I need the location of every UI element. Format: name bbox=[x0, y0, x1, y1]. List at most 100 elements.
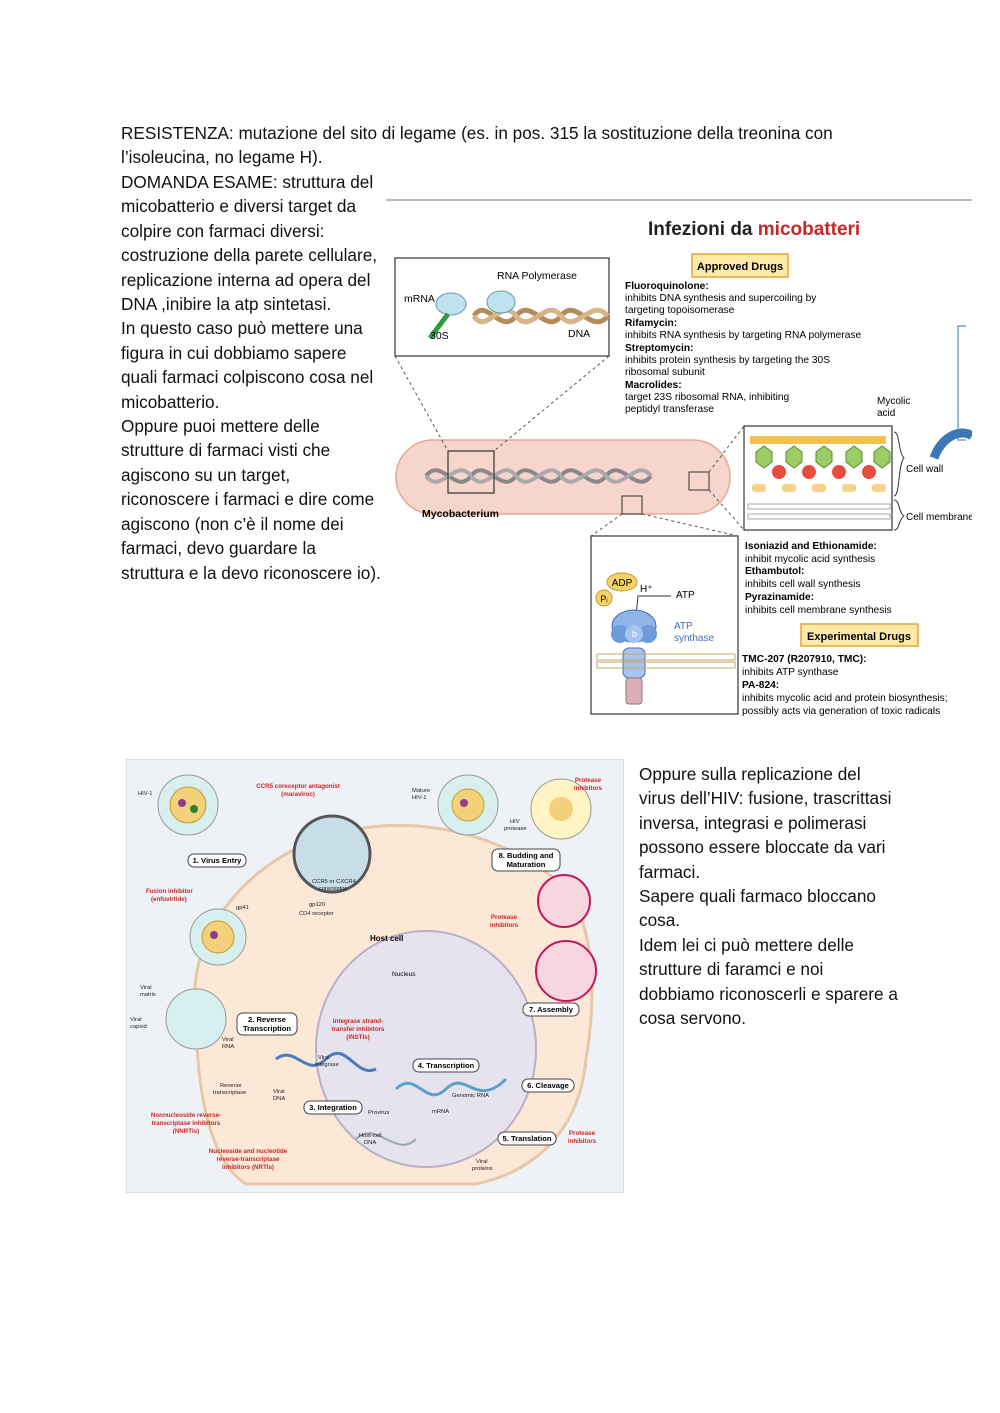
svg-text:6. Cleavage: 6. Cleavage bbox=[527, 1081, 569, 1090]
svg-text:Genomic RNA: Genomic RNA bbox=[452, 1093, 489, 1099]
atp-synthase-label-1: ATP bbox=[674, 621, 693, 632]
atp-synthase-label-2: synthase bbox=[674, 633, 714, 644]
experimental-drugs-badge bbox=[800, 623, 919, 647]
mature-hiv-virion-icon bbox=[437, 774, 499, 836]
dna-label: DNA bbox=[568, 328, 590, 340]
svg-text:Protease: Protease bbox=[491, 914, 518, 921]
fusing-virion-icon bbox=[189, 908, 247, 966]
drug-labels: CCR5 coreceptor antagonist (maraviroc) P… bbox=[146, 777, 603, 1171]
experimental-drugs-label: Experimental Drugs bbox=[807, 631, 911, 643]
capsid-virion bbox=[165, 988, 227, 1050]
intro-paragraph: RESISTENZA: mutazione del sito di legame… bbox=[121, 123, 833, 168]
budding-virion-icon bbox=[530, 778, 592, 840]
cell-wall-label: Cell wall bbox=[906, 464, 943, 475]
svg-text:HIV-1: HIV-1 bbox=[138, 791, 153, 797]
svg-text:inhibits cell wall synthesis: inhibits cell wall synthesis bbox=[745, 579, 861, 590]
svg-text:HIV-1: HIV-1 bbox=[412, 795, 427, 801]
svg-text:Viral: Viral bbox=[476, 1159, 488, 1165]
svg-text:1. Virus Entry: 1. Virus Entry bbox=[193, 856, 243, 865]
svg-text:5. Translation: 5. Translation bbox=[503, 1134, 552, 1143]
svg-text:8. Budding and: 8. Budding and bbox=[499, 851, 554, 860]
svg-text:DNA: DNA bbox=[273, 1096, 285, 1102]
svg-text:RNA: RNA bbox=[222, 1044, 234, 1050]
nucleus-label: Nucleus bbox=[392, 971, 416, 978]
svg-text:matrix: matrix bbox=[140, 992, 156, 998]
svg-text:possibly acts via generation o: possibly acts via generation of toxic ra… bbox=[742, 706, 940, 717]
svg-text:Viral: Viral bbox=[318, 1055, 330, 1061]
svg-text:Streptomycin:: Streptomycin: bbox=[625, 343, 694, 354]
budding-virion bbox=[537, 874, 591, 928]
svg-text:peptidyl transferase: peptidyl transferase bbox=[625, 404, 714, 415]
svg-text:inhibitors: inhibitors bbox=[568, 1138, 597, 1145]
svg-text:Integrase strand-: Integrase strand- bbox=[333, 1018, 383, 1025]
svg-text:gp41: gp41 bbox=[236, 905, 249, 911]
svg-text:TMC-207 (R207910, TMC):: TMC-207 (R207910, TMC): bbox=[742, 654, 867, 665]
svg-text:HIV: HIV bbox=[510, 819, 520, 825]
svg-text:coreceptor: coreceptor bbox=[319, 886, 346, 892]
hiv-paragraph: Oppure sulla replicazione del virus dell… bbox=[639, 764, 898, 1029]
mycobacteria-figure: Infezioni da micobatteri Approved Drugs … bbox=[386, 199, 972, 717]
svg-text:Maturation: Maturation bbox=[507, 860, 546, 869]
svg-text:mRNA: mRNA bbox=[432, 1109, 449, 1115]
svg-text:Rifamycin:: Rifamycin: bbox=[625, 318, 677, 329]
mycolic-label: Mycolic bbox=[877, 396, 910, 407]
svg-text:inhibits ATP synthase: inhibits ATP synthase bbox=[742, 667, 839, 678]
cell-membrane-label: Cell membrane bbox=[906, 512, 972, 523]
nucleus bbox=[315, 930, 537, 1168]
30s-label: 30S bbox=[430, 330, 449, 342]
svg-text:(INSTIs): (INSTIs) bbox=[346, 1034, 369, 1041]
entry-zoom-circle bbox=[292, 814, 372, 894]
svg-text:integrase: integrase bbox=[315, 1062, 339, 1068]
cell-wall-drugs-list: Isoniazid and Ethionamide: inhibit mycol… bbox=[745, 541, 892, 616]
svg-text:4. Transcription: 4. Transcription bbox=[418, 1061, 475, 1070]
svg-text:transfer inhibitors: transfer inhibitors bbox=[332, 1026, 386, 1033]
rna-polymerase-label: RNA Polymerase bbox=[497, 270, 577, 282]
svg-text:inhibitors: inhibitors bbox=[490, 922, 519, 929]
acid-label: acid bbox=[877, 408, 895, 419]
svg-text:Infezioni da micobatteri: Infezioni da micobatteri bbox=[648, 219, 860, 240]
fig1-title-a: Infezioni da bbox=[648, 219, 758, 240]
svg-text:Viral: Viral bbox=[130, 1017, 142, 1023]
svg-text:b: b bbox=[632, 629, 637, 639]
pi-label: Pᵢ bbox=[600, 594, 607, 604]
svg-text:proteins: proteins bbox=[472, 1166, 493, 1172]
svg-text:PA-824:: PA-824: bbox=[742, 680, 779, 691]
approved-drugs-list: Fluoroquinolone: inhibits DNA synthesis … bbox=[625, 281, 861, 415]
mrna-label: mRNA bbox=[404, 293, 435, 305]
svg-text:(NNRTIs): (NNRTIs) bbox=[173, 1128, 199, 1135]
svg-text:Macrolides:: Macrolides: bbox=[625, 380, 682, 391]
svg-text:Nonnucleoside reverse-: Nonnucleoside reverse- bbox=[151, 1112, 221, 1119]
svg-text:3. Integration: 3. Integration bbox=[309, 1103, 357, 1112]
experimental-drugs-list: TMC-207 (R207910, TMC): inhibits ATP syn… bbox=[742, 654, 948, 717]
svg-text:inhibits RNA synthesis by targ: inhibits RNA synthesis by targeting RNA … bbox=[625, 330, 861, 341]
svg-text:target 23S ribosomal RNA, inhi: target 23S ribosomal RNA, inhibiting bbox=[625, 392, 790, 403]
adp-label: ADP bbox=[612, 578, 633, 589]
svg-text:(enfuvirtide): (enfuvirtide) bbox=[151, 896, 187, 903]
svg-text:Isoniazid and Ethionamide:: Isoniazid and Ethionamide: bbox=[745, 541, 877, 552]
svg-text:reverse-transcriptase: reverse-transcriptase bbox=[217, 1156, 281, 1163]
svg-text:2. Reverse: 2. Reverse bbox=[248, 1015, 286, 1024]
svg-text:Viral: Viral bbox=[222, 1037, 234, 1043]
exam-question-paragraph: DOMANDA ESAME: struttura del micobatteri… bbox=[121, 172, 381, 583]
fig1-title-b: micobatteri bbox=[758, 219, 860, 240]
svg-text:Nucleoside and nucleotide: Nucleoside and nucleotide bbox=[209, 1148, 288, 1155]
svg-text:inhibitors (NRTIs): inhibitors (NRTIs) bbox=[222, 1164, 274, 1171]
svg-text:gp120: gp120 bbox=[309, 902, 325, 908]
svg-text:Pyrazinamide:: Pyrazinamide: bbox=[745, 592, 814, 603]
svg-text:Mature: Mature bbox=[412, 788, 430, 794]
svg-text:inhibits DNA synthesis and sup: inhibits DNA synthesis and supercoiling … bbox=[625, 293, 817, 304]
svg-text:DNA: DNA bbox=[364, 1140, 376, 1146]
approved-drugs-badge bbox=[691, 253, 789, 278]
svg-text:inhibits mycolic acid and prot: inhibits mycolic acid and protein biosyn… bbox=[742, 693, 948, 704]
svg-text:protease: protease bbox=[504, 826, 527, 832]
h-plus-label: H⁺ bbox=[640, 584, 653, 595]
svg-text:Transcription: Transcription bbox=[243, 1024, 291, 1033]
svg-text:inhibitors: inhibitors bbox=[574, 785, 603, 792]
svg-text:Fluoroquinolone:: Fluoroquinolone: bbox=[625, 281, 709, 292]
svg-text:Viral: Viral bbox=[273, 1089, 285, 1095]
svg-text:transcriptase inhibitors: transcriptase inhibitors bbox=[152, 1120, 221, 1127]
svg-text:(maraviroc): (maraviroc) bbox=[281, 791, 315, 798]
atp-label: ATP bbox=[676, 590, 695, 601]
svg-text:targeting topoisomerase: targeting topoisomerase bbox=[625, 305, 735, 316]
